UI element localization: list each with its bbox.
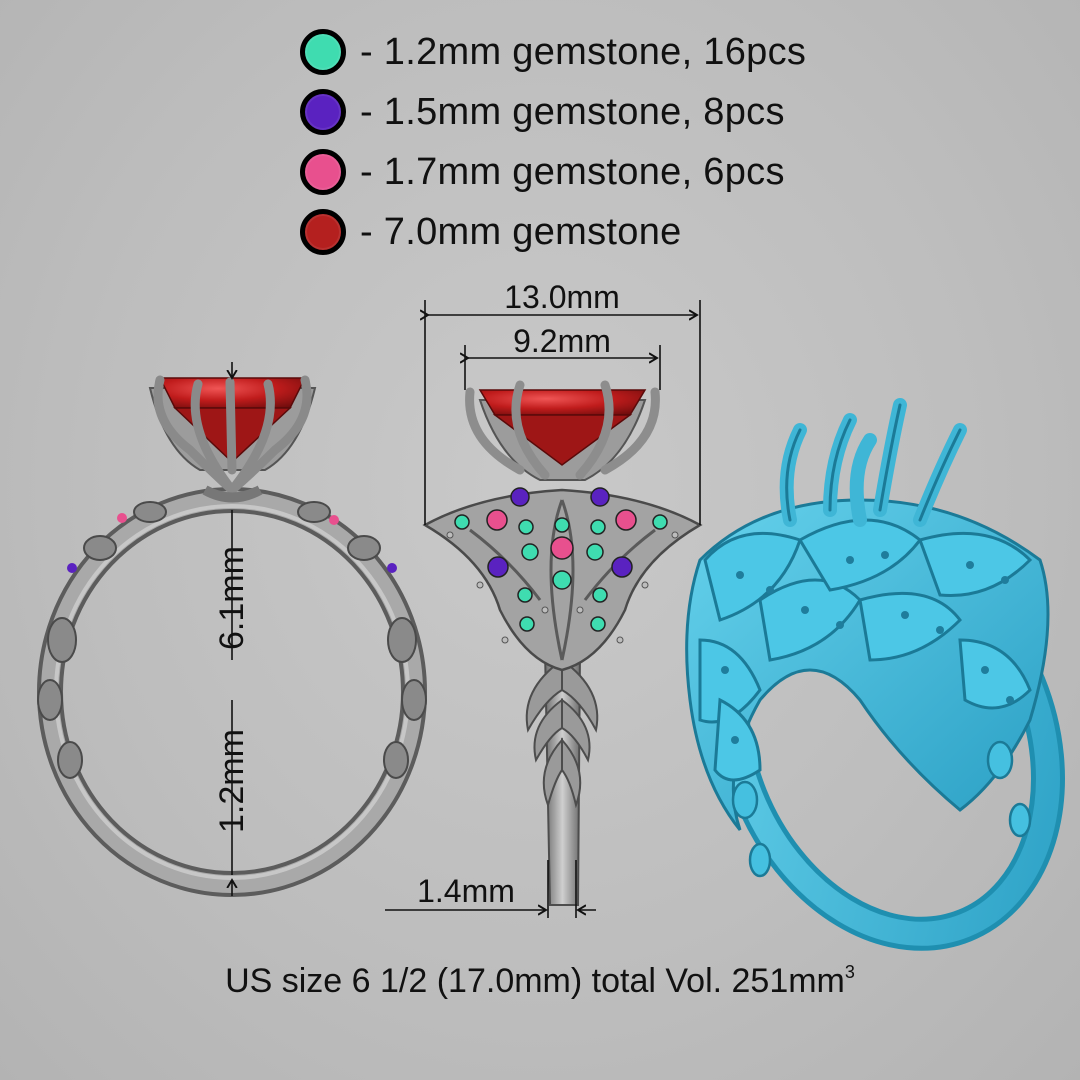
caption-superscript: 3 bbox=[844, 962, 855, 982]
ring-top-view bbox=[422, 380, 703, 906]
pink-gem-swatch bbox=[300, 149, 346, 195]
dim-height-top: 6.1mm bbox=[213, 546, 251, 650]
center-dimension-lines bbox=[385, 300, 701, 918]
dim-outer-width: 13.0mm bbox=[504, 279, 620, 315]
purple-gem-swatch bbox=[300, 89, 346, 135]
legend-label: - 1.5mm gemstone, 8pcs bbox=[360, 90, 785, 133]
caption-text: US size 6 1/2 (17.0mm) total Vol. 251mm bbox=[225, 962, 845, 1000]
legend-item-1-2mm: - 1.2mm gemstone, 16pcs bbox=[300, 22, 806, 82]
dim-shank-width: 1.4mm bbox=[417, 873, 515, 909]
gemstone-legend: - 1.2mm gemstone, 16pcs - 1.5mm gemstone… bbox=[300, 22, 806, 262]
dim-band-thickness: 1.2mm bbox=[213, 729, 251, 833]
legend-label: - 1.7mm gemstone, 6pcs bbox=[360, 150, 785, 193]
legend-item-1-7mm: - 1.7mm gemstone, 6pcs bbox=[300, 142, 806, 202]
ring-wax-perspective-view bbox=[685, 398, 1065, 951]
ring-size-caption: US size 6 1/2 (17.0mm) total Vol. 251mm3 bbox=[0, 962, 1080, 1001]
legend-label: - 7.0mm gemstone bbox=[360, 210, 682, 253]
teal-gem-swatch bbox=[300, 29, 346, 75]
legend-label: - 1.2mm gemstone, 16pcs bbox=[360, 30, 807, 73]
red-gem-swatch bbox=[300, 209, 346, 255]
legend-item-1-5mm: - 1.5mm gemstone, 8pcs bbox=[300, 82, 806, 142]
legend-item-7-0mm: - 7.0mm gemstone bbox=[300, 202, 806, 262]
dim-stone-width: 9.2mm bbox=[513, 323, 611, 359]
